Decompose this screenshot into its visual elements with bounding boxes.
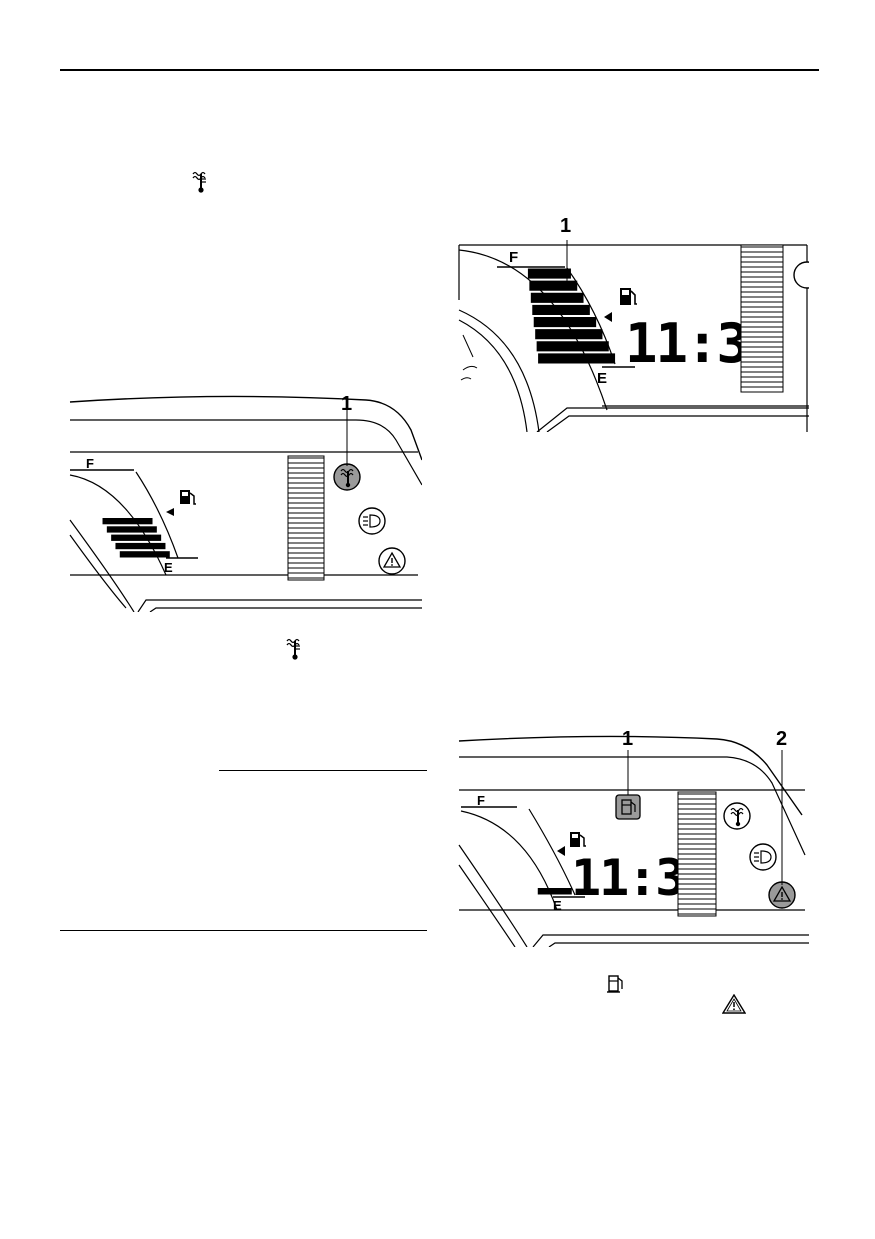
fuel-pump-icon	[570, 832, 586, 847]
gauge-full-label: F	[86, 456, 94, 471]
gauge-empty-label: E	[164, 560, 173, 575]
warning-triangle-icon	[378, 547, 406, 575]
callout-1: 1	[560, 215, 572, 237]
fuel-warning-icon	[615, 794, 641, 820]
meter-illustration-temp: F E	[69, 395, 422, 612]
callout-2: 2	[776, 728, 788, 750]
section-rule	[219, 770, 427, 771]
fuel-bar-segment	[111, 534, 162, 541]
coolant-temperature-icon	[723, 802, 751, 830]
fuel-bar-segment	[119, 551, 170, 558]
fuel-bar-segment	[537, 888, 572, 895]
level-pointer	[557, 846, 565, 856]
fuel-bars	[527, 268, 616, 364]
coolant-temperature-icon	[191, 170, 211, 194]
fuel-bar-segment	[538, 353, 616, 364]
section-end-rule	[60, 930, 427, 931]
gauge-full-label: F	[477, 793, 485, 808]
fuel-bars	[102, 518, 170, 558]
callout-1: 1	[622, 728, 634, 750]
fuel-bar-segment	[536, 341, 609, 352]
coolant-temperature-icon	[285, 637, 305, 661]
fuel-bar-segment	[527, 268, 571, 279]
level-pointer	[604, 312, 612, 322]
fuel-bar-segment	[102, 518, 153, 525]
hatched-segment-column	[678, 793, 716, 915]
fuel-bar-segment	[532, 304, 590, 315]
callout-1: 1	[341, 393, 353, 415]
fuel-bar-segment	[106, 526, 157, 533]
gauge-empty-label: E	[597, 370, 607, 387]
fuel-bars	[537, 888, 572, 895]
fuel-bar-segment	[533, 317, 597, 328]
coolant-temperature-icon	[793, 261, 809, 289]
header-rule	[60, 69, 819, 71]
gauge-empty-label: E	[553, 898, 562, 913]
coolant-temperature-icon	[333, 463, 361, 491]
warning-triangle-icon	[721, 993, 747, 1014]
meter-illustration-fuel-low: 11:38 F E	[458, 735, 809, 947]
hatched-segment-column	[288, 457, 324, 579]
level-pointer	[166, 508, 174, 516]
fuel-bar-segment	[529, 280, 578, 291]
hatched-segment-column	[741, 246, 783, 388]
fuel-pump-icon	[620, 288, 637, 305]
figure-temp-warning: F E	[66, 390, 422, 612]
figure-fuel-full: 11:38 F E	[457, 240, 809, 432]
figure-fuel-low: 11:38 F E	[457, 735, 809, 947]
fuel-bar-segment	[530, 292, 584, 303]
headlight-icon	[358, 507, 386, 535]
meter-illustration-fuel-full: 11:38 F E	[458, 240, 809, 432]
fuel-bar-segment	[535, 329, 603, 340]
fuel-pump-icon	[180, 490, 196, 505]
gauge-full-label: F	[509, 249, 518, 266]
fuel-bar-segment	[115, 542, 166, 550]
fuel-warning-icon	[607, 974, 625, 994]
headlight-icon	[749, 843, 777, 871]
warning-triangle-icon	[768, 881, 796, 909]
